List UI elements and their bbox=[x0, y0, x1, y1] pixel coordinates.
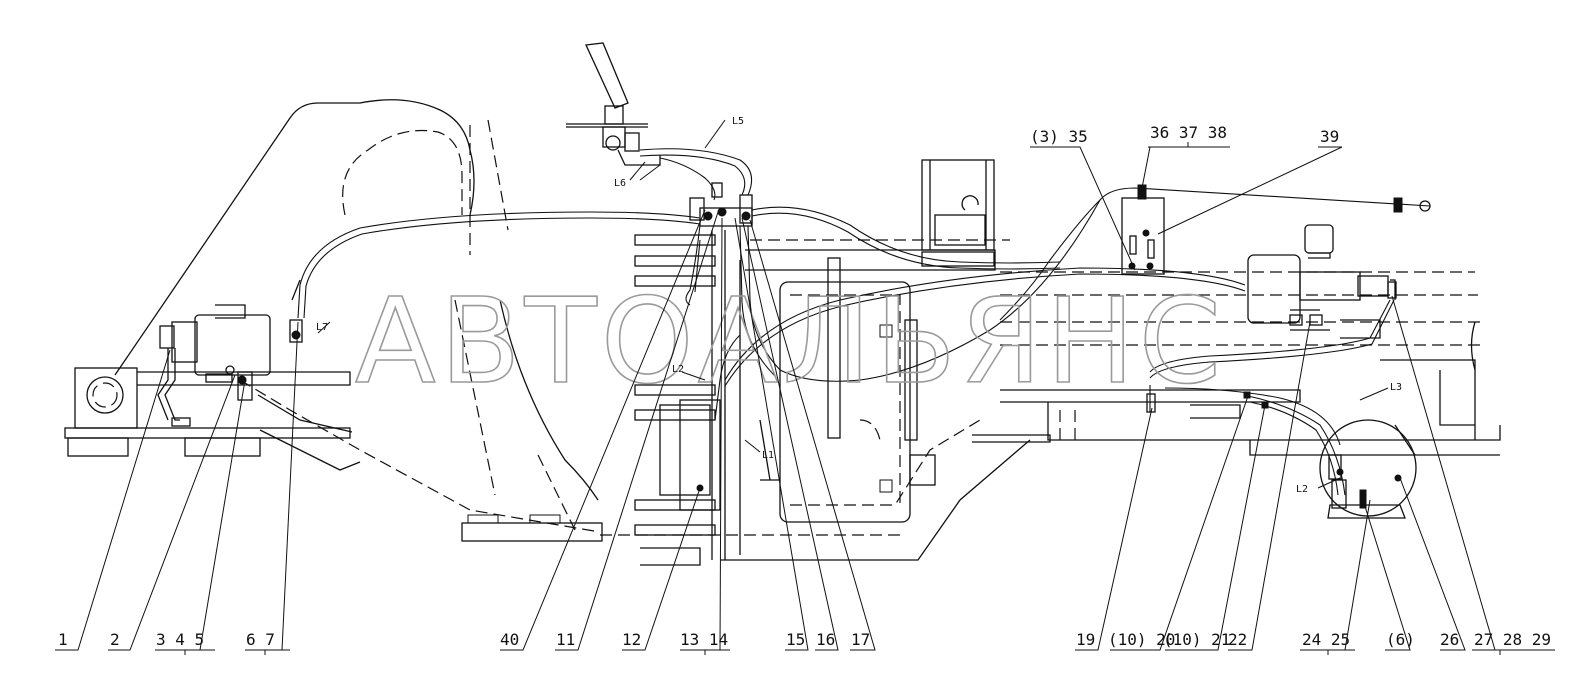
line-label-l1: L1 bbox=[762, 450, 774, 461]
callout-12: 12 bbox=[622, 630, 641, 649]
hose-lines bbox=[297, 148, 1431, 496]
rear-pump bbox=[157, 279, 303, 427]
callout-1: 1 bbox=[58, 630, 68, 649]
line-label-l3: L3 bbox=[1390, 382, 1402, 393]
callout-6-7: 6 7 bbox=[246, 630, 275, 649]
callout-10-21: (10) 21 bbox=[1163, 630, 1230, 649]
fittings bbox=[237, 197, 1431, 509]
callout-13-14: 13 14 bbox=[680, 630, 728, 649]
callout-27-28-29: 27 28 29 bbox=[1474, 630, 1551, 649]
line-label-l2-tank: L2 bbox=[1296, 484, 1308, 495]
callout-39: 39 bbox=[1320, 127, 1339, 146]
valve-block bbox=[689, 182, 753, 227]
line-label-l6: L6 bbox=[614, 178, 626, 189]
callout-36-37-38: 36 37 38 bbox=[1150, 123, 1227, 142]
tank-box bbox=[921, 159, 995, 267]
watermark-text: АВТОАЛЬЯНС bbox=[355, 272, 1225, 410]
line-label-l7: L7 bbox=[316, 322, 328, 333]
callout-labels: 1 2 3 4 5 6 7 40 11 12 13 14 15 16 17 19… bbox=[58, 123, 1551, 649]
bracket-plate bbox=[1121, 184, 1165, 275]
callout-3-4-5: 3 4 5 bbox=[156, 630, 204, 649]
central-frame bbox=[634, 230, 1010, 560]
callout-19: 19 bbox=[1076, 630, 1095, 649]
leader-lines bbox=[55, 119, 1555, 655]
line-label-l5: L5 bbox=[732, 116, 744, 127]
brake-cylinder bbox=[1247, 224, 1396, 326]
callout-40: 40 bbox=[500, 630, 519, 649]
callout-2: 2 bbox=[110, 630, 120, 649]
callout-11: 11 bbox=[556, 630, 575, 649]
round-tank bbox=[1319, 419, 1417, 519]
callout-24-25: 24 25 bbox=[1302, 630, 1350, 649]
callout-3-35: (3) 35 bbox=[1030, 127, 1088, 146]
callout-15: 15 bbox=[786, 630, 805, 649]
callout-26: 26 bbox=[1440, 630, 1459, 649]
lower-frame bbox=[461, 419, 1051, 566]
line-label-l2-center: L2 bbox=[672, 364, 684, 375]
callout-22: 22 bbox=[1228, 630, 1247, 649]
callout-16: 16 bbox=[816, 630, 835, 649]
callout-6-paren: (6) bbox=[1386, 630, 1415, 649]
line-designators: L1 L2 L2 L3 L5 L6 L7 bbox=[316, 116, 1402, 495]
brake-pedal bbox=[566, 42, 661, 166]
boom-outline bbox=[114, 99, 599, 531]
callout-10-20: (10) 20 bbox=[1108, 630, 1175, 649]
callout-17: 17 bbox=[851, 630, 870, 649]
